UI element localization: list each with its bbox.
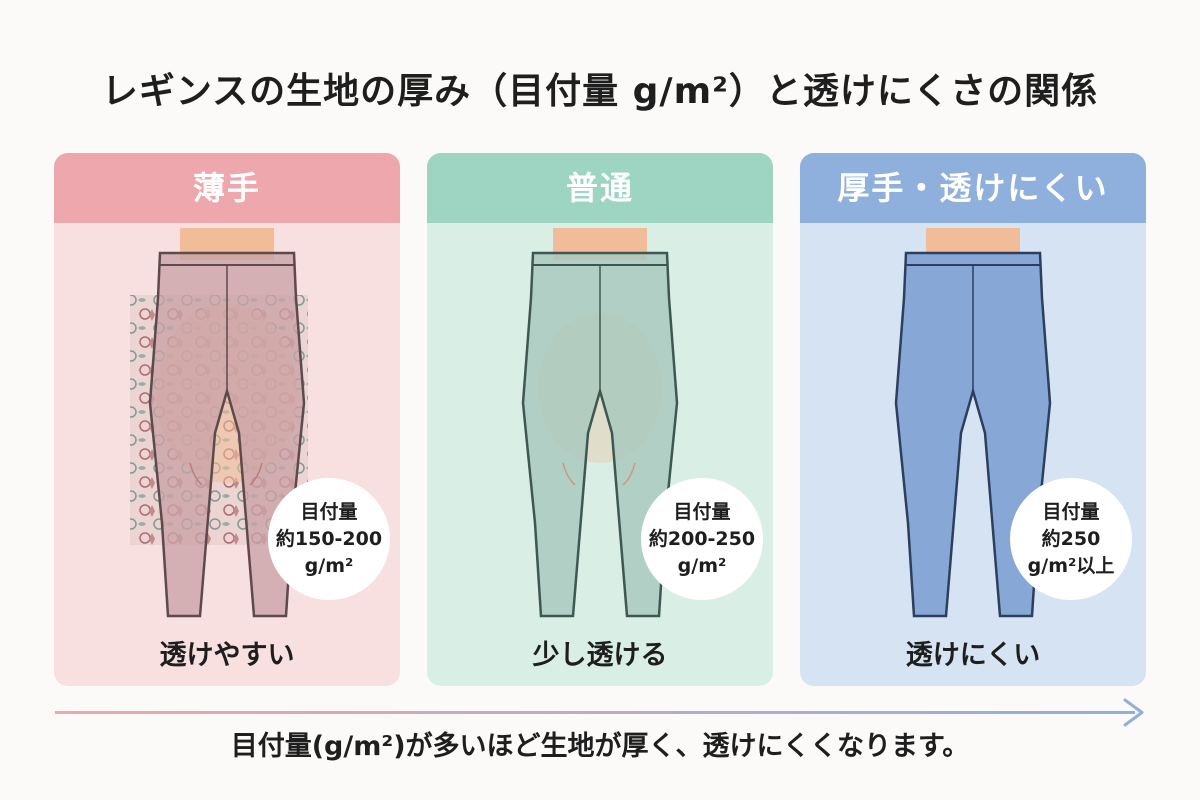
normal-legging-illustration: [521, 228, 679, 618]
card-body: 目付量 約150-200 g/m² 透けやすい: [54, 223, 400, 686]
card-normal: 普通 目付量 約200-250 g/m² 少し透ける: [427, 153, 773, 686]
card-thick: 厚手・透けにくい 目付量 約250 g/m²以上 透けにくい: [800, 153, 1146, 686]
legging-shape: [521, 251, 679, 618]
card-header: 普通: [427, 153, 773, 223]
card-body: 目付量 約200-250 g/m² 少し透ける: [427, 223, 773, 686]
weight-badge: 目付量 約250 g/m²以上: [1010, 478, 1132, 600]
card-thin: 薄手 目付量 約150-200 g/m²: [54, 153, 400, 686]
transparency-caption: 少し透ける: [532, 640, 668, 671]
card-header: 厚手・透けにくい: [800, 153, 1146, 223]
weight-badge: 目付量 約200-250 g/m²: [641, 478, 763, 600]
thick-legging-illustration: [894, 228, 1052, 618]
card-header: 薄手: [54, 153, 400, 223]
weight-badge: 目付量 約150-200 g/m²: [268, 478, 390, 600]
footer-note: 目付量(g/m²)が多いほど生地が厚く、透けにくくなります。: [230, 731, 970, 762]
legging-shape: [148, 251, 306, 618]
thin-legging-illustration: [130, 228, 308, 618]
page-title: レギンスの生地の厚み（目付量 g/m²）と透けにくさの関係: [101, 71, 1099, 112]
transparency-caption: 透けにくい: [905, 640, 1041, 671]
gradient-arrow: [55, 698, 1144, 727]
transparency-caption: 透けやすい: [159, 640, 295, 671]
card-body: 目付量 約250 g/m²以上 透けにくい: [800, 223, 1146, 686]
